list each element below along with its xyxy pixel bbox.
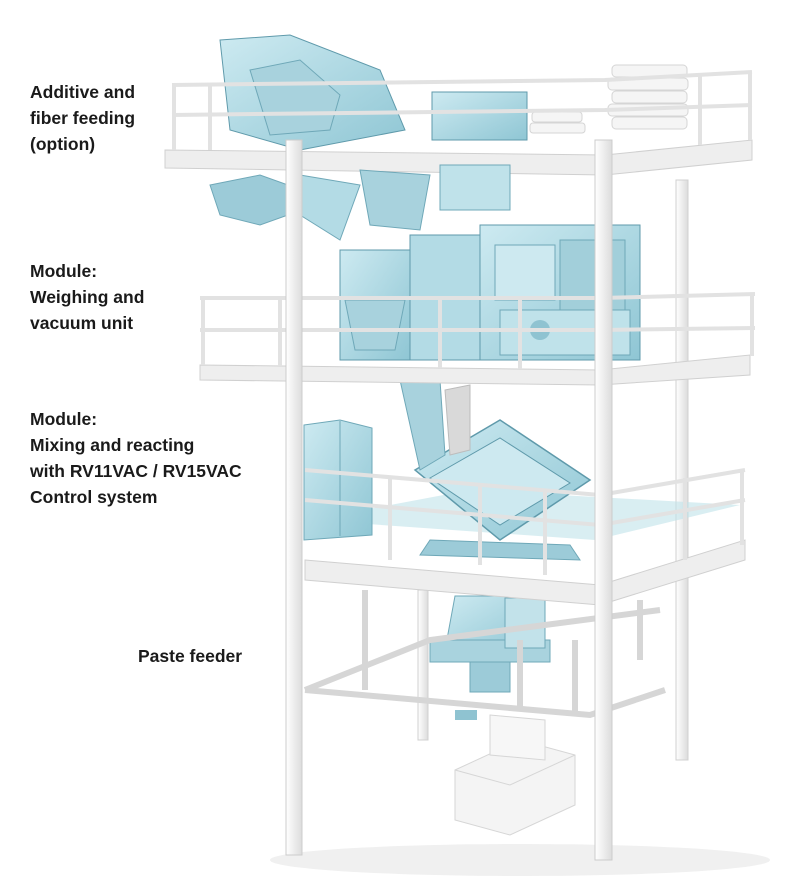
front-columns — [285, 139, 613, 861]
label-line: Additive and — [30, 82, 136, 102]
label-line: Mixing and reacting — [30, 435, 195, 455]
label-additive-fiber-feeding: Additive and fiber feeding (option) — [30, 79, 135, 157]
label-line: fiber feeding — [30, 108, 136, 128]
top-railing — [171, 70, 753, 150]
label-line: (option) — [30, 134, 96, 154]
label-mixing-reacting-module: Module: Mixing and reacting with RV11VAC… — [30, 406, 242, 510]
label-weighing-vacuum-module: Module: Weighing and vacuum unit — [30, 258, 144, 336]
base-block — [454, 714, 576, 836]
label-line: Weighing and — [30, 287, 145, 307]
additive-feeding-equipment — [209, 34, 528, 241]
control-cabinet — [303, 419, 373, 541]
ground-shadow — [270, 844, 770, 876]
label-line: Control system — [30, 487, 158, 507]
label-line: with RV11VAC / RV15VAC — [30, 461, 242, 481]
label-line: vacuum unit — [30, 313, 134, 333]
bag-pallets — [529, 64, 689, 134]
paste-feeder-frame — [303, 590, 666, 719]
mixer-rv-unit — [399, 379, 592, 561]
label-line: Module: — [30, 261, 98, 281]
label-line: Module: — [30, 409, 98, 429]
back-columns — [417, 179, 689, 761]
label-paste-feeder: Paste feeder — [138, 643, 242, 669]
label-line: Paste feeder — [138, 646, 243, 666]
